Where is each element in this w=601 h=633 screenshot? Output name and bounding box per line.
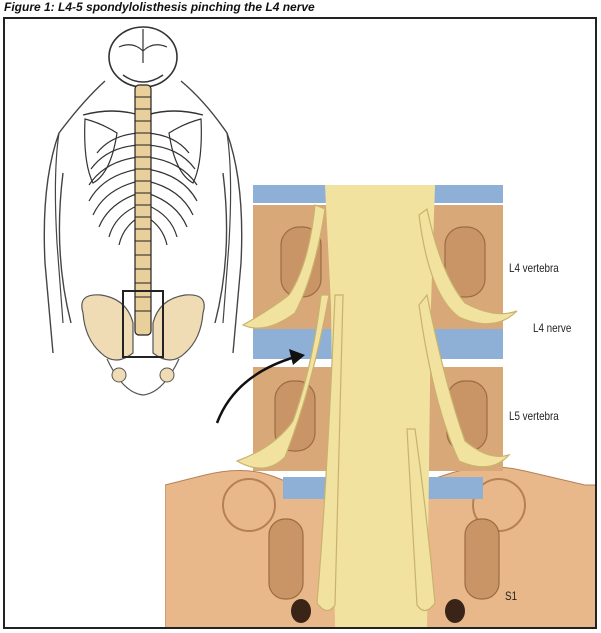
figure-caption: Figure 1: L4-5 spondylolisthesis pinchin…: [4, 0, 601, 14]
spine: [135, 85, 151, 335]
l5-vertebra-label: L5 vertebra: [509, 409, 559, 423]
s1-nerve-tip-left: [291, 599, 311, 623]
l4-vertebra-label: L4 vertebra: [509, 261, 559, 275]
lumbar-spine-closeup-illustration: [165, 185, 597, 629]
s1-nerve-tip-right: [445, 599, 465, 623]
l4-nerve-label: L4 nerve: [533, 321, 571, 335]
s1-label: S1: [505, 589, 517, 603]
figure-frame: L4 vertebra L4 nerve L5 vertebra S1: [3, 17, 597, 629]
